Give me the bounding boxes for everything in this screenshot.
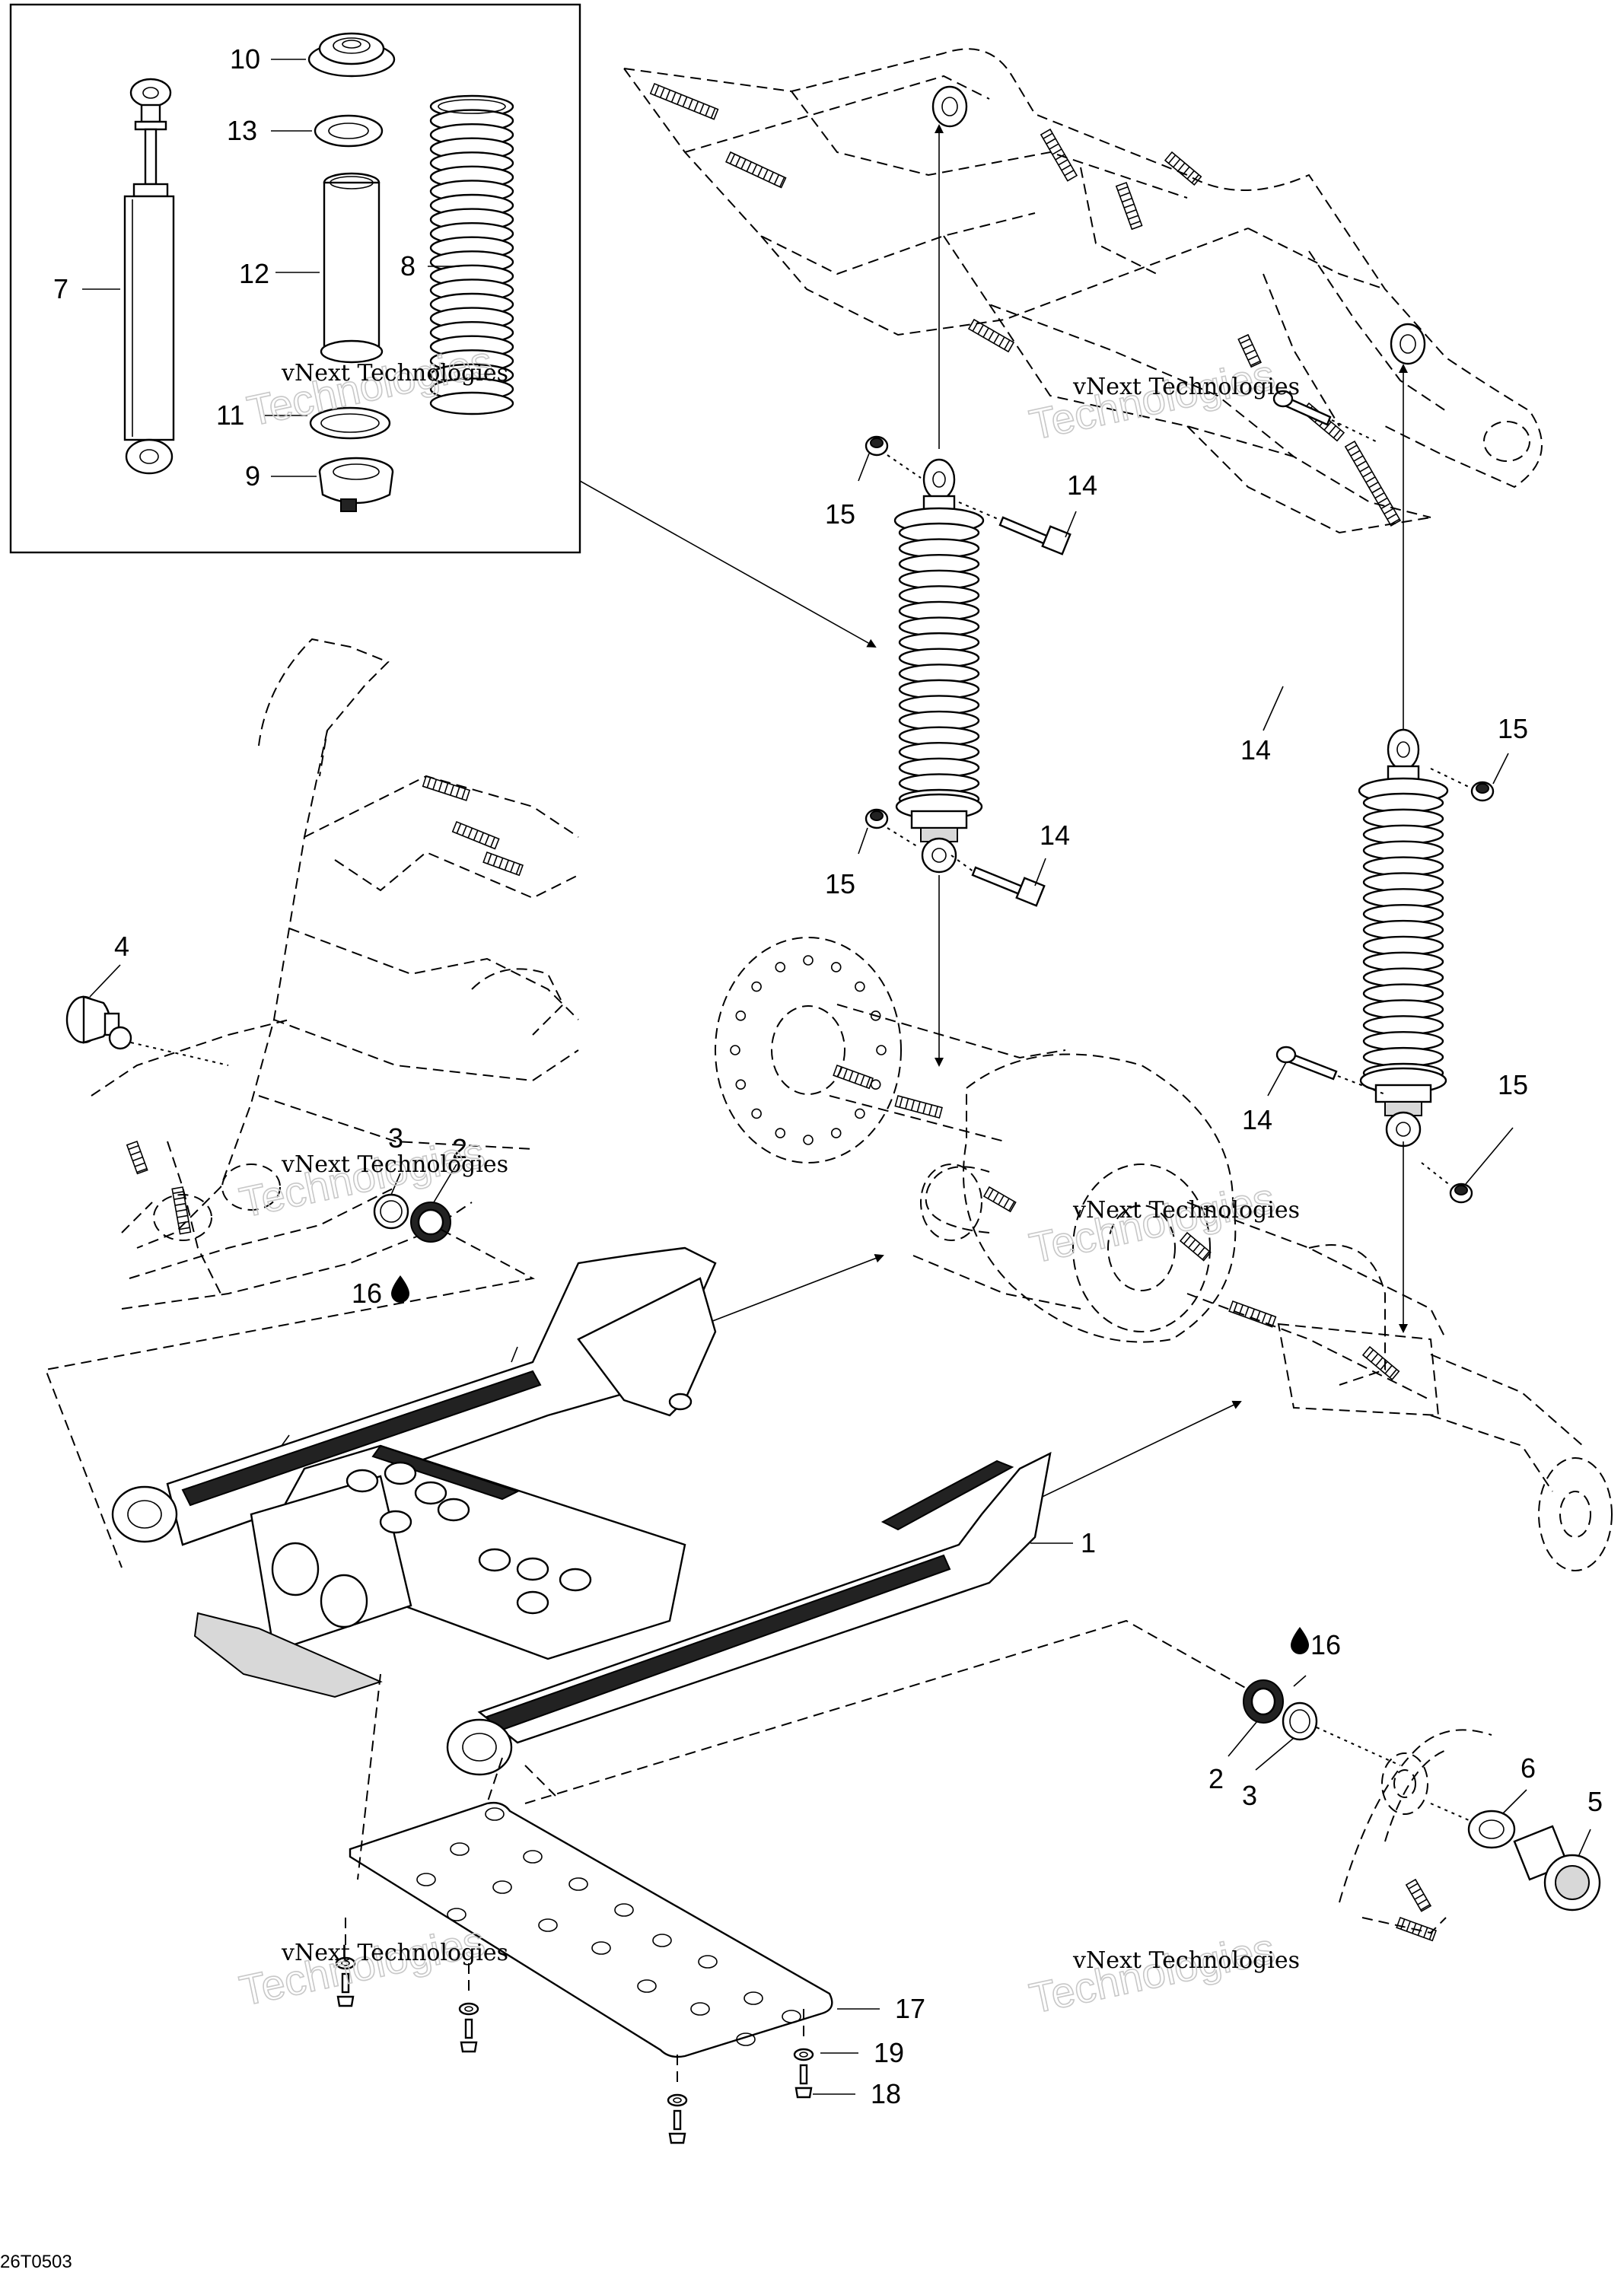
callout-17: 17 [895,1993,925,2024]
nut-part-6 [1467,1810,1516,1849]
coil-spring-part-8 [429,94,514,415]
callout-10: 10 [230,43,260,75]
lubricant-drop-icon [1291,1627,1309,1654]
callout-1: 1 [1081,1527,1096,1558]
bolt-part-14-upper-right [1272,390,1380,444]
sleeve-part-12 [320,172,384,364]
watermark-text: vNext Technologies [281,1940,508,1966]
callout-18: 18 [871,2078,901,2109]
callout-11: 11 [216,399,244,431]
callout-15: 15 [825,868,855,899]
skid-plate-part-17 [349,1673,833,2058]
callout-2: 2 [452,1133,467,1164]
callout-labels: 1 2 2 3 3 4 5 6 7 8 9 10 11 12 13 14 14 … [53,43,1603,2109]
watermark-text: vNext Technologies [1072,374,1300,400]
callout-13: 13 [227,115,257,146]
shock-assembly-left [893,458,985,874]
seal-part-3-right [1282,1701,1318,1741]
callout-16: 16 [1310,1629,1341,1660]
reference-code: 26T0503 [0,2252,72,2272]
watermarks: Technologies vNext Technologies Technolo… [235,336,1300,2023]
spring-cap-part-10 [307,32,396,78]
nut-part-15-lower-left [865,808,920,848]
shock-assembly-right [1358,728,1449,1148]
callout-6: 6 [1521,1752,1536,1784]
upper-frame-outline [623,48,1543,534]
bumper-part-4 [65,995,229,1066]
nut-part-15-upper-left [865,435,922,479]
callout-15: 15 [1498,713,1528,744]
bearing-part-2-right [1243,1679,1284,1724]
right-frame-outline [1339,1729,1492,1942]
callout-2: 2 [1208,1763,1224,1794]
bolt-part-14-upper-left [958,501,1072,555]
bolt-part-14-lower-left [951,855,1046,907]
callout-5: 5 [1587,1786,1603,1817]
callout-7: 7 [53,273,68,304]
callout-16: 16 [352,1278,382,1309]
callout-14: 14 [1240,734,1271,766]
shock-absorber-part-7 [123,78,175,475]
watermark-text: vNext Technologies [1072,1197,1300,1224]
callout-14: 14 [1067,470,1097,501]
washer-part-11 [309,406,391,440]
seal-part-3-left [373,1193,409,1230]
left-frame-outline [91,638,579,1310]
callout-3: 3 [388,1122,403,1154]
fasteners-parts-18-19 [335,1918,814,2144]
rear-axle-outline [715,937,1613,1571]
callout-3: 3 [1242,1780,1257,1811]
inset-shock-components [9,3,581,554]
watermark-text: vNext Technologies [281,360,508,387]
callout-4: 4 [114,931,129,962]
watermark-text: vNext Technologies [1072,1947,1300,1974]
callout-15: 15 [825,498,855,530]
retainer-clip-part-13 [314,114,384,148]
callout-leaders [89,453,1591,2095]
lubricant-drop-icon [391,1275,409,1303]
callout-14: 14 [1242,1104,1272,1135]
nut-part-15-lower-right [1421,1162,1473,1204]
callout-9: 9 [245,460,260,492]
adjuster-ring-part-9 [318,457,394,512]
callout-12: 12 [239,258,269,289]
bolt-part-14-lower-right [1275,1046,1386,1095]
callout-8: 8 [400,250,416,282]
callout-14: 14 [1040,820,1070,851]
nut-part-15-upper-right [1430,768,1495,802]
bearing-part-2-left [410,1202,451,1243]
callout-15: 15 [1498,1069,1528,1100]
watermark-text: vNext Technologies [281,1151,508,1178]
callout-19: 19 [874,2037,904,2068]
bumper-part-5 [1513,1825,1601,1912]
swing-arm-part-1 [111,1246,1052,1776]
